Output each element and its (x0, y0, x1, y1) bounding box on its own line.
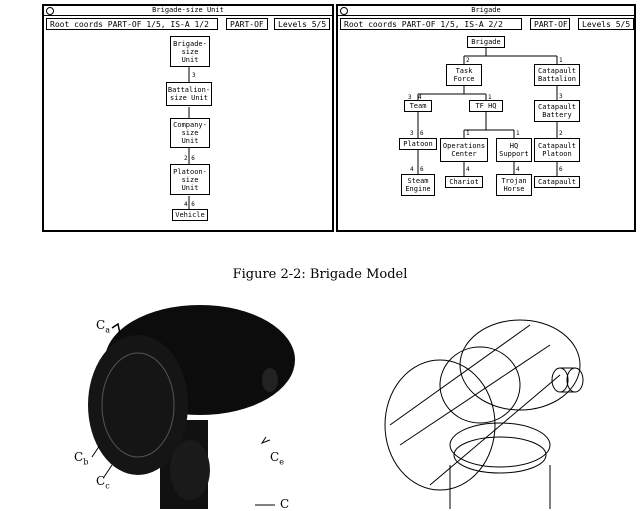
right-tree-edges (417, 48, 558, 176)
tree-node[interactable]: Company- size Unit (170, 118, 210, 148)
cardinality-label: 4 (410, 166, 414, 173)
figure-caption: Figure 2-2: Brigade Model (232, 267, 408, 282)
cardinality-label: 2 (466, 57, 470, 64)
cardinality-label: 3 (559, 93, 563, 100)
cardinality-label: 1 (466, 130, 470, 137)
cardinality-label: 4 (418, 94, 422, 101)
tree-node[interactable]: Chariot (445, 176, 483, 188)
levels-box[interactable]: Levels 5/5 (578, 18, 634, 30)
mode-box[interactable]: PART-OF (226, 18, 268, 30)
cardinality-label: 2 (559, 130, 563, 137)
tree-node[interactable]: Brigade- size Unit (170, 36, 210, 67)
cardinality-label: 3 (192, 72, 196, 79)
left-window: Brigade-size Unit Root coords PART-OF 1/… (42, 4, 334, 232)
tree-node[interactable]: Battalion- size Unit (166, 82, 212, 106)
tree-node[interactable]: Vehicle (172, 209, 208, 221)
cardinality-label: 2 6 (184, 155, 195, 162)
tree-node[interactable]: Catapault Battery (534, 100, 580, 122)
figure-label-cc: Cc (96, 474, 110, 491)
tree-node[interactable]: Task Force (446, 64, 482, 86)
cardinality-label: 1 (516, 130, 520, 137)
figure-label-c: C (280, 497, 290, 511)
cardinality-label: 3 (408, 94, 412, 101)
mode-box[interactable]: PART-OF (530, 18, 570, 30)
tree-node[interactable]: Operations Center (440, 138, 488, 162)
right-window: Brigade Root coords PART-OF 1/5, IS-A 2/… (336, 4, 636, 232)
cardinality-label: 1 (559, 57, 563, 64)
cardinality-label: 4 (466, 166, 470, 173)
left-toolbar: Root coords PART-OF 1/5, IS-A 1/2 PART-O… (46, 18, 330, 32)
tree-node[interactable]: Catapault Platoon (534, 138, 580, 162)
tree-node[interactable]: HQ Support (496, 138, 532, 162)
right-window-title: Brigade (471, 6, 501, 14)
cardinality-label: 3 (410, 130, 414, 137)
cardinality-label: 6 (420, 166, 424, 173)
close-icon[interactable] (340, 7, 348, 15)
cardinality-label: 6 (559, 166, 563, 173)
close-icon[interactable] (46, 7, 54, 15)
figure-label-ce: Ce (270, 450, 284, 467)
cardinality-label: 4 (516, 166, 520, 173)
solid-body (88, 305, 295, 509)
right-toolbar: Root coords PART-OF 1/5, IS-A 2/2 PART-O… (340, 18, 634, 32)
left-window-title: Brigade-size Unit (152, 6, 224, 14)
tree-node[interactable]: Steam Engine (401, 174, 435, 196)
figure-label-ca: Ca (96, 318, 110, 335)
left-title-bar: Brigade-size Unit (44, 6, 332, 16)
cardinality-label: 1 (488, 94, 492, 101)
figure-label-cb: Cb (74, 450, 89, 467)
tree-node[interactable]: Trojan Horse (496, 174, 532, 196)
tree-node[interactable]: Catapault (534, 176, 580, 188)
tree-node[interactable]: Platoon- size Unit (170, 164, 210, 195)
tree-node[interactable]: TF HQ (469, 100, 503, 112)
cardinality-label: 6 (420, 130, 424, 137)
cardinality-label: 4 6 (184, 201, 195, 208)
tree-node[interactable]: Catapault Battalion (534, 64, 580, 86)
levels-box[interactable]: Levels 5/5 (274, 18, 330, 30)
solid-model-image (88, 305, 295, 509)
right-title-bar: Brigade (338, 6, 634, 16)
root-coords-box[interactable]: Root coords PART-OF 1/5, IS-A 2/2 (340, 18, 522, 30)
left-tree-edges (188, 67, 190, 209)
tree-node[interactable]: Team (404, 100, 432, 112)
tree-node[interactable]: Brigade (467, 36, 505, 48)
wireframe-model-image (384, 319, 584, 509)
root-coords-box[interactable]: Root coords PART-OF 1/5, IS-A 1/2 (46, 18, 218, 30)
tree-node[interactable]: Platoon (399, 138, 437, 150)
